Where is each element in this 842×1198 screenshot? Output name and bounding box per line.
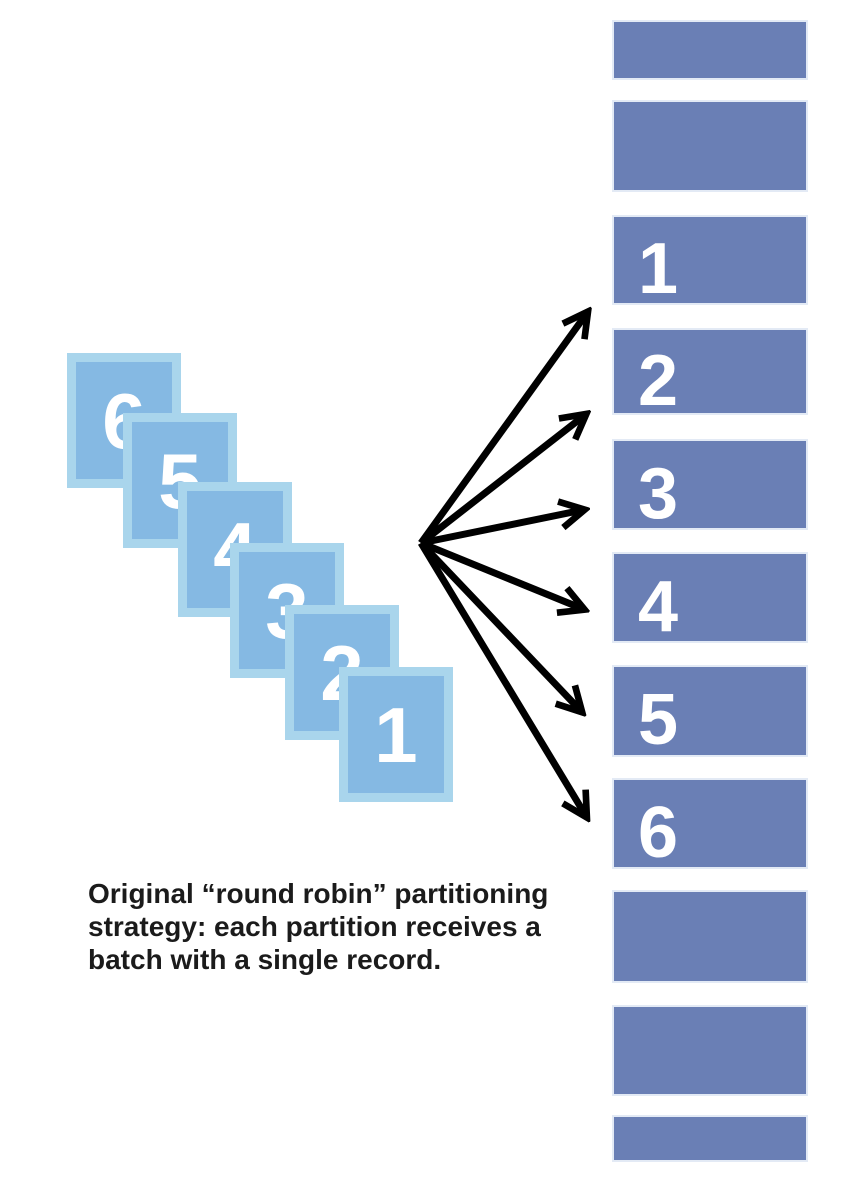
record-square-1: 1 xyxy=(339,667,453,802)
partition-label: 1 xyxy=(638,229,679,309)
partition-row-3: 3 xyxy=(612,439,808,530)
partition-label: 4 xyxy=(638,566,679,647)
partition-row-2: 2 xyxy=(612,328,808,421)
partition-row-4: 4 xyxy=(612,552,808,643)
partition-row xyxy=(612,890,808,983)
partition-row-5: 5 xyxy=(612,665,808,757)
partition-row xyxy=(612,100,808,192)
partition-label: 6 xyxy=(638,792,679,873)
partition-row xyxy=(612,20,808,80)
record-label: 1 xyxy=(374,690,418,779)
partition-label: 5 xyxy=(638,680,679,760)
partition-row xyxy=(612,1005,808,1096)
partition-label: 3 xyxy=(638,453,679,534)
arrow-to-partition-2 xyxy=(418,415,585,546)
partition-label: 2 xyxy=(638,340,679,421)
arrow-to-partition-6 xyxy=(418,541,586,816)
arrow-to-partition-5 xyxy=(418,540,581,711)
caption: Original “round robin” partitioning stra… xyxy=(88,878,549,975)
partition-row-6: 6 xyxy=(612,778,808,869)
arrow-to-partition-4 xyxy=(419,539,583,609)
partition-row-1: 1 xyxy=(612,215,808,305)
arrow-to-partition-3 xyxy=(420,510,583,547)
partition-row xyxy=(612,1115,808,1162)
arrow-to-partition-1 xyxy=(418,313,587,546)
